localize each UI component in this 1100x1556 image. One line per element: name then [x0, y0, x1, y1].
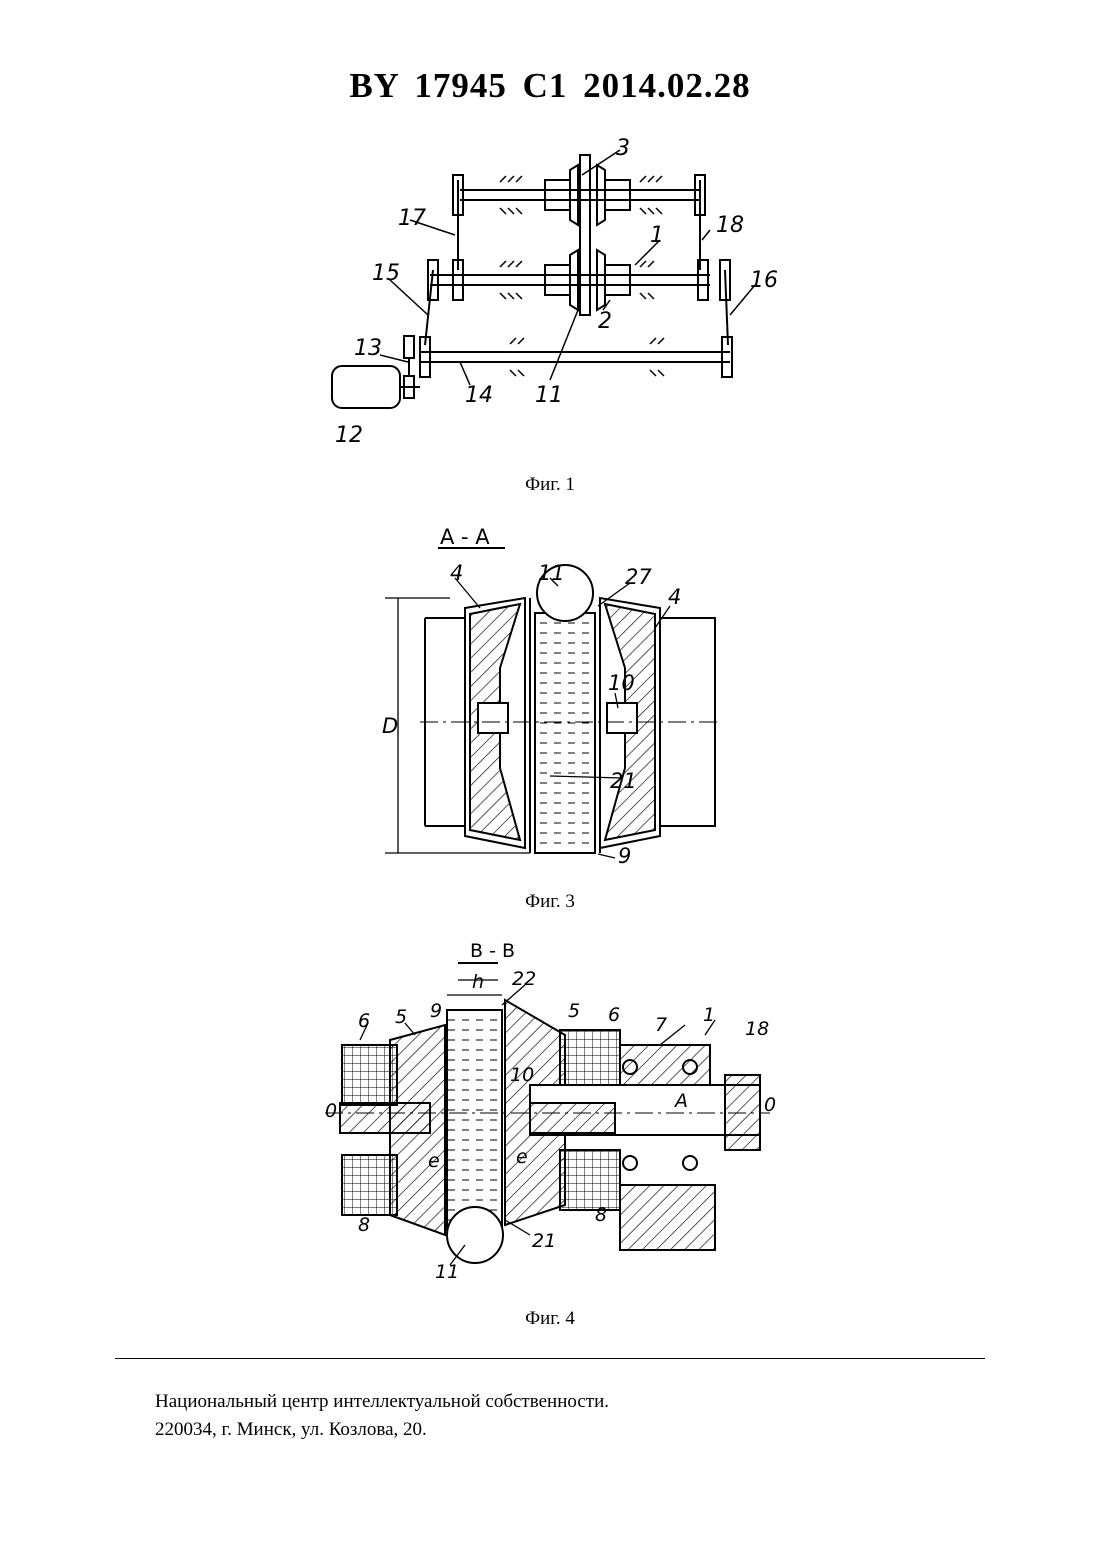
- fig4-label-18: 18: [745, 1018, 769, 1040]
- footer-organization: Национальный центр интеллектуальной собс…: [155, 1388, 609, 1416]
- fig3-label-27: 27: [625, 565, 652, 589]
- fig1-label-18: 18: [716, 213, 744, 238]
- footer-address: 220034, г. Минск, ул. Козлова, 20.: [155, 1416, 609, 1444]
- figure-1-caption: Фиг. 1: [0, 474, 1100, 496]
- figure-4-drawing: B - B h 22 6 5 9 5 6 7 1 18 0 10 A 0 e e…: [320, 935, 780, 1290]
- fig4-label-A: A: [673, 1090, 688, 1112]
- fig3-label-4-right: 4: [668, 585, 681, 609]
- fig1-label-2: 2: [598, 309, 612, 334]
- fig4-label-21: 21: [532, 1230, 556, 1252]
- fig1-label-15: 15: [372, 261, 400, 286]
- figure-3-caption: Фиг. 3: [0, 891, 1100, 913]
- fig4-label-0-left: 0: [325, 1100, 337, 1122]
- fig3-label-9: 9: [618, 844, 631, 868]
- footer-divider: [115, 1358, 985, 1359]
- fig4-label-e-left: e: [428, 1150, 440, 1172]
- fig3-label-21: 21: [610, 769, 637, 793]
- fig4-label-5-left: 5: [395, 1006, 407, 1028]
- fig1-label-11: 11: [535, 383, 563, 408]
- fig4-label-7: 7: [655, 1014, 667, 1036]
- fig4-label-0-right: 0: [764, 1094, 776, 1116]
- fig3-label-D: D: [382, 714, 398, 738]
- figure-3-drawing: А - А 11 27 4 4 10 D 21 9: [370, 518, 740, 868]
- fig4-label-5-right: 5: [568, 1000, 580, 1022]
- fig4-label-1: 1: [703, 1004, 715, 1026]
- fig4-label-9: 9: [430, 1000, 442, 1022]
- figure-4-caption: Фиг. 4: [0, 1308, 1100, 1330]
- fig4-label-10: 10: [510, 1064, 534, 1086]
- fig1-label-13: 13: [354, 336, 382, 361]
- fig4-label-11: 11: [435, 1261, 459, 1283]
- fig4-label-22: 22: [512, 968, 536, 990]
- fig1-label-3: 3: [616, 136, 630, 161]
- fig1-label-14: 14: [465, 383, 493, 408]
- fig3-label-10: 10: [608, 671, 635, 695]
- fig1-label-1: 1: [650, 223, 664, 248]
- fig4-label-6-left: 6: [358, 1010, 370, 1032]
- fig1-label-12: 12: [335, 423, 363, 448]
- fig3-label-4-left: 4: [450, 561, 463, 585]
- fig4-section-title: B - B: [470, 940, 515, 962]
- fig4-label-6-right: 6: [608, 1004, 620, 1026]
- figure-1-drawing: 3 17 1 18 15 16 2 13 14 11 12: [320, 130, 790, 460]
- patent-number-header: BY 17945 C1 2014.02.28: [0, 66, 1100, 106]
- fig3-label-11: 11: [538, 561, 565, 585]
- fig4-label-e-right: e: [516, 1146, 528, 1168]
- footer: Национальный центр интеллектуальной собс…: [155, 1388, 609, 1444]
- fig3-section-title: А - А: [440, 525, 490, 549]
- fig4-label-8-right: 8: [595, 1204, 607, 1226]
- fig1-label-17: 17: [398, 206, 426, 231]
- fig4-label-h: h: [472, 971, 484, 993]
- fig1-label-16: 16: [750, 268, 778, 293]
- fig4-label-8-left: 8: [358, 1214, 370, 1236]
